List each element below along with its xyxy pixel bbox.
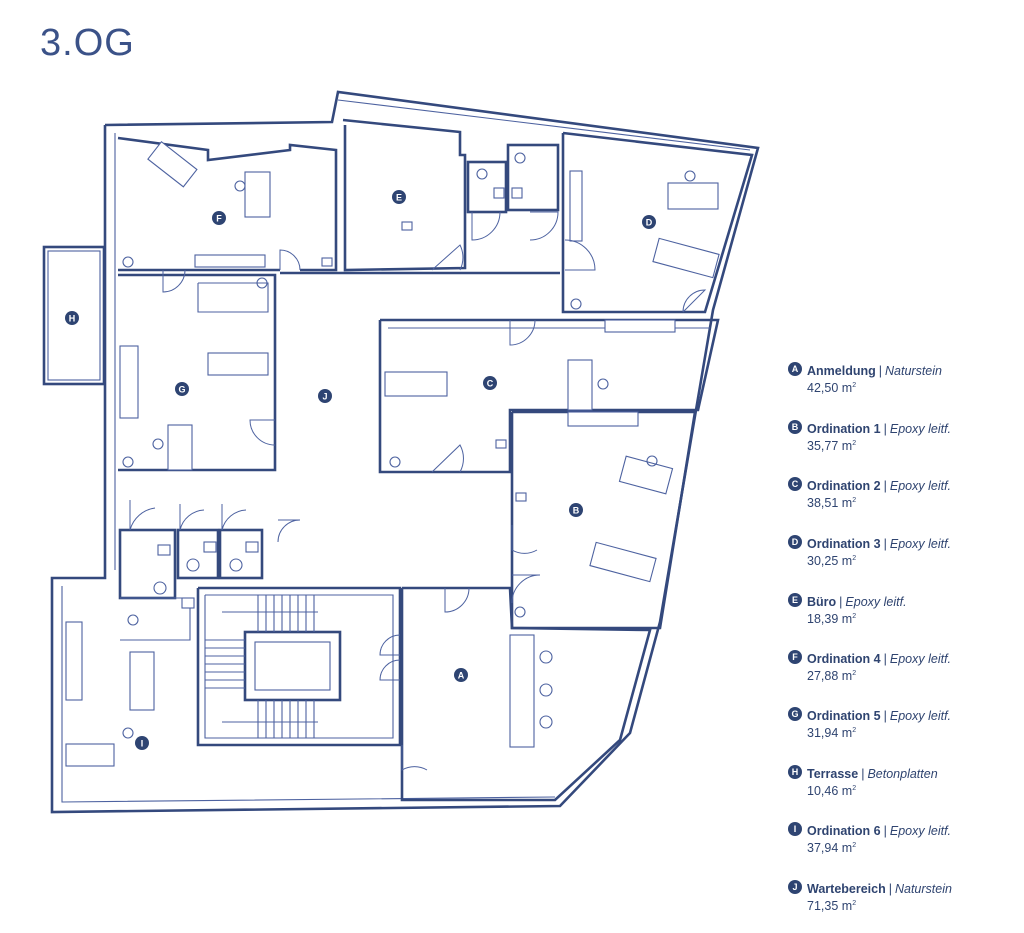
svg-text:A: A xyxy=(458,671,465,681)
room-material: Epoxy leitf. xyxy=(889,824,952,838)
legend-badge: D xyxy=(788,535,802,549)
room-marker-c: C xyxy=(483,376,497,390)
svg-text:G: G xyxy=(178,385,185,395)
legend-badge: B xyxy=(788,420,802,434)
area-unit-exponent: 2 xyxy=(852,381,857,389)
room-area: 37,94 xyxy=(807,841,839,855)
area-unit: m xyxy=(841,439,853,453)
room-name: Wartebereich xyxy=(807,882,886,896)
svg-text:C: C xyxy=(487,379,494,389)
svg-text:F: F xyxy=(216,214,222,224)
room-material: Epoxy leitf. xyxy=(889,709,952,723)
room-material: Naturstein xyxy=(894,882,952,896)
room-material: Epoxy leitf. xyxy=(889,537,952,551)
area-unit-exponent: 2 xyxy=(852,612,857,620)
area-unit-exponent: 2 xyxy=(852,554,857,562)
room-name: Ordination 6 xyxy=(807,824,881,838)
legend-badge: G xyxy=(788,707,802,721)
room-marker-i: I xyxy=(135,736,149,750)
room-area: 31,94 xyxy=(807,726,839,740)
terrace-outline xyxy=(42,245,106,386)
legend-badge: A xyxy=(788,362,802,376)
room-material: Naturstein xyxy=(885,364,942,378)
room-name: Terrasse xyxy=(807,767,859,781)
room-name: Ordination 5 xyxy=(807,709,881,723)
legend-badge: E xyxy=(788,593,802,607)
svg-text:D: D xyxy=(646,218,653,228)
area-unit-exponent: 2 xyxy=(852,841,857,849)
svg-text:H: H xyxy=(69,314,76,324)
area-unit-exponent: 2 xyxy=(852,726,857,734)
svg-text:J: J xyxy=(322,392,327,402)
area-unit-exponent: 2 xyxy=(852,439,857,447)
area-unit: m xyxy=(841,496,853,510)
room-name: Anmeldung xyxy=(807,364,876,378)
area-unit-exponent: 2 xyxy=(852,899,857,907)
svg-text:B: B xyxy=(573,506,580,516)
area-unit: m xyxy=(841,899,853,913)
room-marker-b: B xyxy=(569,503,583,517)
legend-badge: C xyxy=(788,477,802,491)
room-material: Epoxy leitf. xyxy=(889,652,952,666)
room-marker-f: F xyxy=(212,211,226,225)
legend-badge: I xyxy=(788,822,802,836)
floor-title: 3.OG xyxy=(40,22,135,64)
room-area: 27,88 xyxy=(807,669,839,683)
room-name: Büro xyxy=(807,595,837,609)
svg-text:I: I xyxy=(141,739,144,749)
room-area: 71,35 xyxy=(807,899,839,913)
room-marker-h: H xyxy=(65,311,79,325)
area-unit: m xyxy=(841,612,853,626)
area-unit: m xyxy=(841,669,853,683)
room-area: 18,39 xyxy=(807,612,839,626)
legend-badge: F xyxy=(788,650,802,664)
area-unit: m xyxy=(841,726,853,740)
area-unit-exponent: 2 xyxy=(852,496,857,504)
room-area: 10,46 xyxy=(807,784,839,798)
interior-walls xyxy=(117,118,754,802)
room-name: Ordination 3 xyxy=(807,537,881,551)
room-marker-e: E xyxy=(392,190,406,204)
room-area: 38,51 xyxy=(807,496,839,510)
furniture xyxy=(65,141,720,767)
area-unit: m xyxy=(841,381,853,395)
room-marker-j: J xyxy=(318,389,332,403)
area-unit: m xyxy=(841,554,853,568)
room-marker-d: D xyxy=(642,215,656,229)
room-material: Epoxy leitf. xyxy=(845,595,907,609)
room-material: Epoxy leitf. xyxy=(889,422,952,436)
staircase xyxy=(205,595,318,738)
room-marker-g: G xyxy=(175,382,189,396)
legend-badge: J xyxy=(788,880,802,894)
room-material: Epoxy leitf. xyxy=(889,479,952,493)
legend-badge: H xyxy=(788,765,802,779)
room-name: Ordination 4 xyxy=(807,652,881,666)
room-area: 42,50 xyxy=(807,381,839,395)
room-material: Betonplatten xyxy=(867,767,938,781)
room-marker-a: A xyxy=(454,668,468,682)
area-unit: m xyxy=(841,784,853,798)
svg-text:E: E xyxy=(396,193,402,203)
area-unit-exponent: 2 xyxy=(852,784,857,792)
outer-walls xyxy=(50,90,760,814)
room-area: 35,77 xyxy=(807,439,839,453)
room-name: Ordination 1 xyxy=(807,422,881,436)
area-unit-exponent: 2 xyxy=(852,669,857,677)
doors xyxy=(129,211,707,771)
room-name: Ordination 2 xyxy=(807,479,881,493)
room-area: 30,25 xyxy=(807,554,839,568)
area-unit: m xyxy=(841,841,853,855)
